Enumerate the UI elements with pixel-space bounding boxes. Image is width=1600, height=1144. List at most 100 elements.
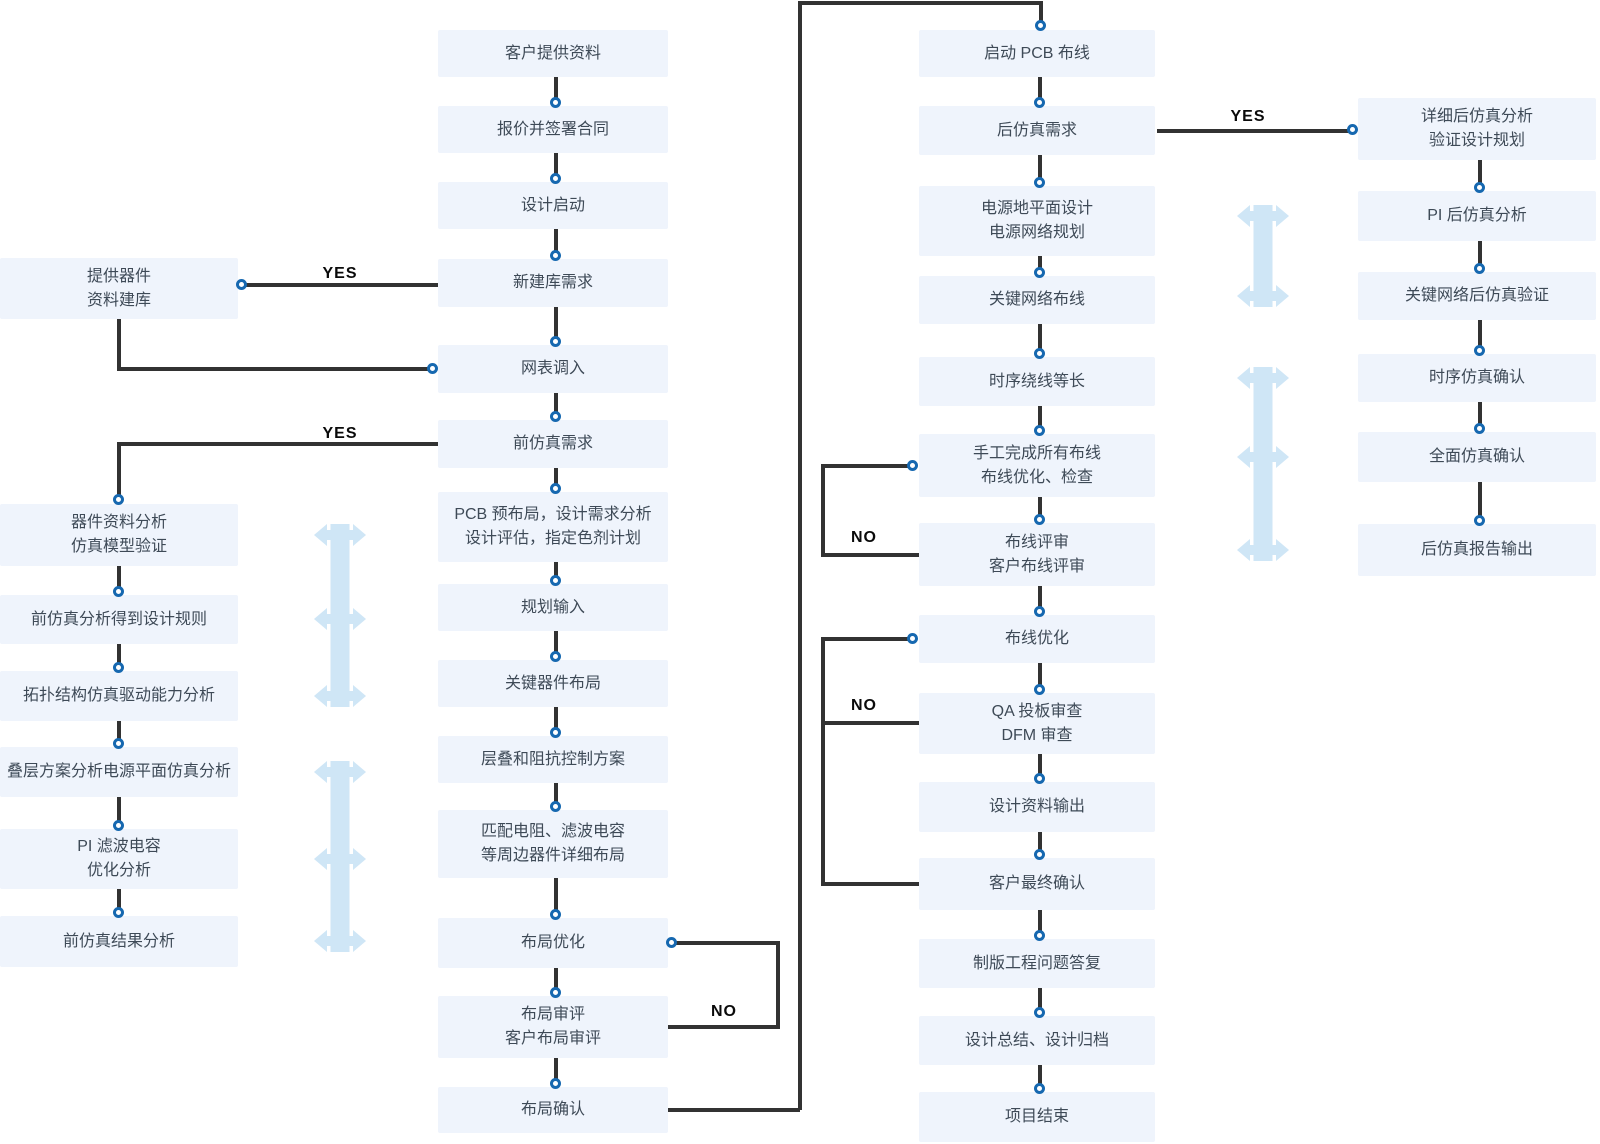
flow-connector [554,468,558,489]
flow-connector [117,319,121,371]
connector-endpoint-dot [1474,423,1485,434]
double-arrow-postsim-top-icon [1237,205,1289,307]
flow-connector [554,1058,558,1084]
flow-connector [1038,324,1042,354]
connector-endpoint-dot [1034,514,1045,525]
node-stackup-power-plane-analysis: 叠层方案分析电源平面仿真分析 [0,747,238,797]
connector-endpoint-dot [113,907,124,918]
connector-endpoint-dot [113,586,124,597]
flow-connector [676,941,780,945]
connector-endpoint-dot [113,820,124,831]
node-placement-review: 布局审评 客户布局审评 [438,996,668,1058]
node-presim-result-analysis: 前仿真结果分析 [0,916,238,967]
connector-endpoint-dot [427,363,438,374]
node-key-net-routing: 关键网络布线 [919,276,1155,324]
connector-endpoint-dot [1474,182,1485,193]
connector-endpoint-dot [1035,20,1046,31]
node-key-component-placement: 关键器件布局 [438,660,668,707]
node-design-data-output: 设计资料输出 [919,782,1155,832]
flow-connector [1038,256,1042,273]
flow-connector [554,562,558,581]
connector-endpoint-dot [550,483,561,494]
flow-connector [821,637,825,886]
node-design-summary-archive: 设计总结、设计归档 [919,1016,1155,1065]
node-timing-length-matching: 时序绕线等长 [919,357,1155,406]
node-presim-requirement: 前仿真需求 [438,420,668,468]
node-project-end: 项目结束 [919,1092,1155,1142]
edge-label-no-routing-review: NO [851,529,877,546]
flow-connector [554,153,558,179]
connector-endpoint-dot [236,279,247,290]
flow-connector [554,783,558,807]
node-fab-engineering-reply: 制版工程问题答复 [919,939,1155,988]
node-manual-routing-complete: 手工完成所有布线 布线优化、检查 [919,434,1155,497]
node-design-kickoff: 设计启动 [438,182,668,229]
flow-connector [1038,988,1042,1013]
connector-endpoint-dot [113,662,124,673]
connector-endpoint-dot [1034,849,1045,860]
connector-endpoint-dot [113,494,124,505]
node-peripheral-detailed-placement: 匹配电阻、滤波电容 等周边器件详细布局 [438,810,668,878]
flow-connector [1478,402,1482,429]
flow-connector [246,283,438,287]
node-qa-dfm-review: QA 投板审查 DFM 审查 [919,693,1155,754]
connector-endpoint-dot [550,1078,561,1089]
connector-endpoint-dot [550,411,561,422]
connector-endpoint-dot [907,460,918,471]
double-arrow-postsim-bottom-icon [1237,367,1289,561]
flow-connector [1478,160,1482,188]
flow-connector [776,941,780,1029]
flow-connector [1038,1065,1042,1089]
flow-connector [117,566,121,592]
node-key-net-postsim-verify: 关键网络后仿真验证 [1358,272,1596,320]
node-pcb-prelayout-analysis: PCB 预布局，设计需求分析 设计评估，指定色剂计划 [438,492,668,562]
connector-endpoint-dot [1034,930,1045,941]
edge-label-yes-new-library: YES [322,265,358,282]
node-pi-postsim-analysis: PI 后仿真分析 [1358,191,1596,241]
node-full-sim-confirm: 全面仿真确认 [1358,432,1596,482]
node-power-plane-design: 电源地平面设计 电源网络规划 [919,186,1155,256]
flow-connector [798,3,802,1110]
flow-connector [1478,482,1482,521]
flow-connector [668,1108,800,1112]
connector-endpoint-dot [666,937,677,948]
connector-endpoint-dot [550,727,561,738]
flow-connector [798,1,1043,5]
double-arrow-presim-top-icon [314,524,366,707]
node-detailed-postsim-analysis: 详细后仿真分析 验证设计规划 [1358,98,1596,160]
flow-connector [117,721,121,744]
connector-endpoint-dot [113,738,124,749]
node-start-pcb-routing: 启动 PCB 布线 [919,30,1155,77]
flow-connector [1478,241,1482,269]
flow-connector [821,721,919,725]
edge-label-yes-postsim: YES [1230,108,1266,125]
flow-connector [821,637,911,641]
connector-endpoint-dot [907,633,918,644]
connector-endpoint-dot [550,651,561,662]
flow-connector [821,553,919,557]
connector-endpoint-dot [550,909,561,920]
flow-connector [554,968,558,993]
connector-endpoint-dot [1034,1007,1045,1018]
node-customer-provides-data: 客户提供资料 [438,30,668,77]
connector-endpoint-dot [1474,515,1485,526]
node-quote-and-contract: 报价并签署合同 [438,106,668,153]
connector-endpoint-dot [1034,773,1045,784]
flow-connector [1478,320,1482,351]
node-postsim-requirement: 后仿真需求 [919,106,1155,155]
flow-connector [554,707,558,733]
node-placement-optimization: 布局优化 [438,918,668,968]
connector-endpoint-dot [1034,425,1045,436]
flow-connector [554,229,558,256]
node-customer-final-confirm: 客户最终确认 [919,858,1155,910]
connector-endpoint-dot [1034,1083,1045,1094]
flow-connector [821,882,919,886]
flow-connector [554,631,558,657]
flow-connector [1038,155,1042,183]
node-component-data-analysis: 器件资料分析 仿真模型验证 [0,504,238,566]
node-topology-drive-analysis: 拓扑结构仿真驱动能力分析 [0,671,238,721]
node-new-library-request: 新建库需求 [438,259,668,307]
node-postsim-report-output: 后仿真报告输出 [1358,524,1596,576]
node-timing-sim-confirm: 时序仿真确认 [1358,354,1596,402]
node-stackup-impedance-control: 层叠和阻抗控制方案 [438,736,668,783]
